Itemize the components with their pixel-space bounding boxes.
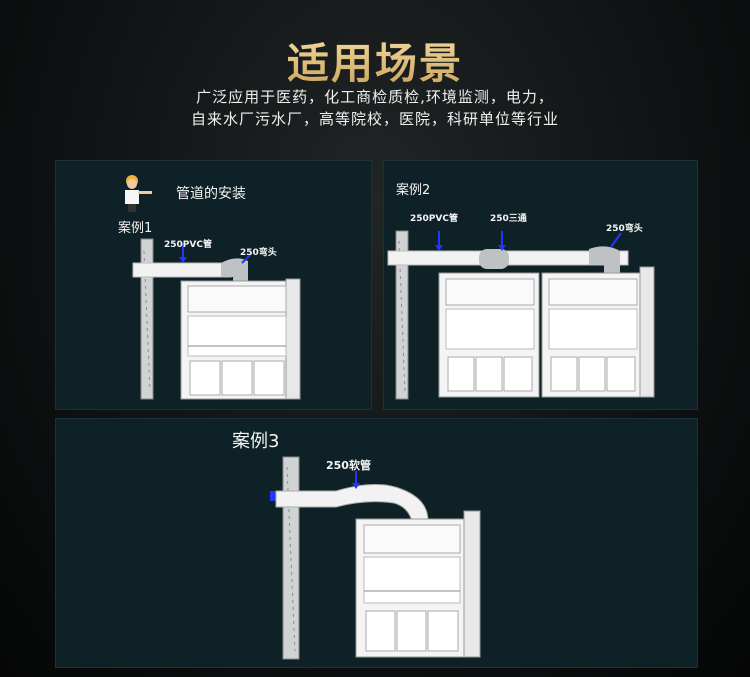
case-1-illustration bbox=[125, 175, 301, 400]
wall bbox=[140, 238, 154, 400]
tee bbox=[479, 249, 509, 269]
arrow-elbow bbox=[610, 232, 622, 248]
hose-label: 250软管 bbox=[326, 459, 371, 472]
panel-1-heading: 管道的安装 bbox=[176, 186, 246, 202]
wall bbox=[395, 230, 409, 400]
pvc-pipe-label: 250PVC管 bbox=[410, 214, 458, 224]
subtitle-line-2: 自来水厂污水厂，高等院校，医院，科研单位等行业 bbox=[190, 110, 559, 128]
fume-hood bbox=[180, 278, 301, 400]
case-1-label: 案例1 bbox=[118, 221, 153, 236]
panel-case-1: 管道的安装 案例1 250PVC管 250弯头 bbox=[55, 160, 372, 410]
pvc-pipe bbox=[132, 262, 232, 278]
fume-hood bbox=[355, 510, 481, 658]
worker-icon bbox=[125, 175, 152, 212]
panel-case-2: 案例2 250PVC管 250三通 250弯头 bbox=[383, 160, 698, 410]
elbow-label: 250弯头 bbox=[240, 248, 277, 258]
case-2-illustration bbox=[387, 230, 655, 400]
tee-label: 250三通 bbox=[490, 214, 527, 224]
elbow-label: 250弯头 bbox=[606, 224, 643, 234]
hose-clamp bbox=[270, 491, 278, 501]
fume-hood-left bbox=[438, 272, 540, 398]
case-3-label: 案例3 bbox=[232, 431, 280, 452]
panel-case-3: 案例3 250软管 bbox=[55, 418, 698, 668]
subtitle-line-1: 广泛应用于医药，化工商检质检,环境监测，电力， bbox=[196, 88, 554, 106]
case-2-label: 案例2 bbox=[396, 183, 431, 198]
fume-hood-right bbox=[541, 266, 655, 398]
case-3-illustration bbox=[270, 456, 481, 660]
arrow-elbow bbox=[241, 252, 253, 264]
pvc-pipe-label: 250PVC管 bbox=[164, 240, 212, 250]
page-title: 适用场景 bbox=[0, 30, 750, 91]
elbow bbox=[589, 246, 620, 277]
